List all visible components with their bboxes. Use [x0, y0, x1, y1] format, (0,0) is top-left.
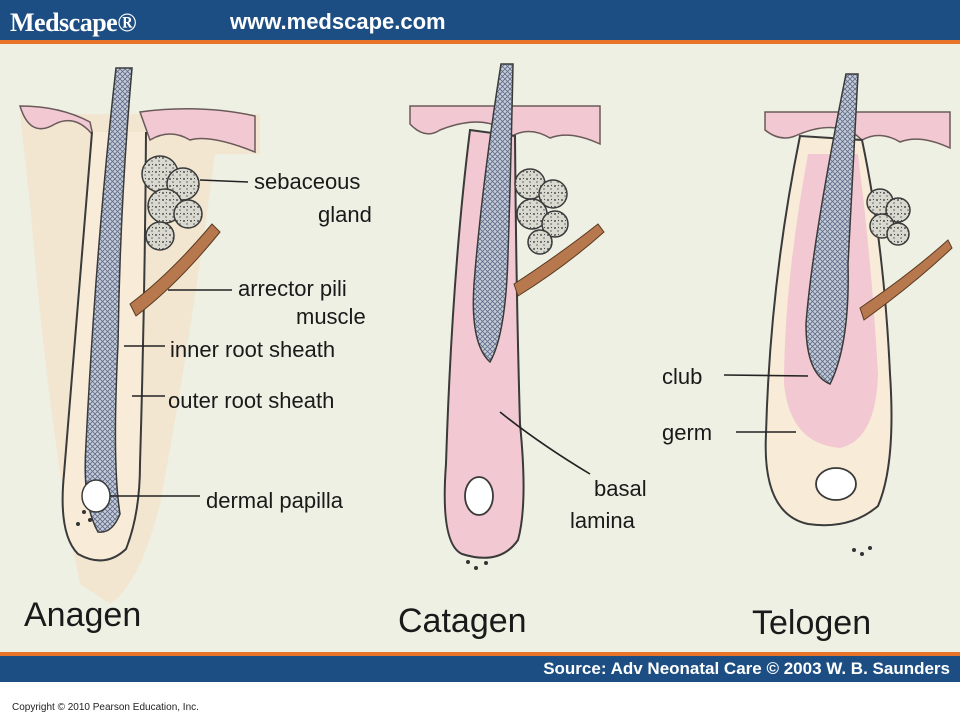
catagen-follicle — [409, 63, 605, 570]
label-inner-root-sheath: inner root sheath — [170, 337, 335, 362]
label-muscle: muscle — [296, 304, 366, 329]
label-basal: basal — [594, 476, 647, 501]
catagen-hair-shaft — [472, 63, 514, 364]
telogen-arrector-pili — [859, 239, 953, 321]
hair-cycle-diagram: sebaceous gland arrector pili muscle inn… — [0, 44, 960, 652]
label-lamina: lamina — [570, 508, 636, 533]
anagen-epidermis-right — [138, 108, 256, 154]
label-germ: germ — [662, 420, 712, 445]
source-credit: Source: Adv Neonatal Care © 2003 W. B. S… — [543, 659, 950, 678]
label-arrector-pili: arrector pili — [238, 276, 347, 301]
telogen-epidermis — [764, 111, 951, 150]
catagen-arrector-pili — [513, 223, 605, 297]
label-gland: gland — [318, 202, 372, 227]
stage-titles: Anagen Catagen Telogen — [24, 596, 871, 642]
catagen-sebaceous-gland — [514, 168, 569, 255]
telogen-labels: club germ — [662, 364, 712, 445]
anagen-leader-lines — [110, 179, 249, 497]
label-club: club — [662, 364, 702, 389]
anagen-epidermis — [18, 105, 101, 170]
anagen-follicle — [18, 67, 260, 604]
label-sebaceous: sebaceous — [254, 169, 360, 194]
telogen-leader-lines — [723, 374, 809, 433]
title-catagen: Catagen — [398, 602, 527, 640]
catagen-papilla — [464, 476, 494, 516]
telogen-papilla — [815, 467, 857, 501]
catagen-labels: basal lamina — [570, 476, 647, 533]
title-anagen: Anagen — [24, 596, 141, 634]
header-bar: Medscape® www.medscape.com — [0, 0, 960, 44]
medscape-logo: Medscape® — [10, 8, 137, 37]
anagen-labels: sebaceous gland arrector pili muscle inn… — [168, 169, 372, 513]
label-dermal-papilla: dermal papilla — [206, 488, 344, 513]
catagen-leader-lines — [499, 411, 591, 475]
telogen-club-hair — [805, 73, 859, 385]
anagen-arrector-pili — [129, 223, 221, 317]
telogen-sebaceous-gland — [866, 188, 911, 246]
source-bar: Source: Adv Neonatal Care © 2003 W. B. S… — [0, 652, 960, 682]
title-telogen: Telogen — [752, 604, 871, 642]
anagen-sebaceous-gland — [141, 155, 203, 251]
telogen-follicle — [764, 73, 953, 556]
anagen-dermal-papilla — [81, 479, 111, 513]
anagen-hair-shaft — [84, 67, 133, 533]
copyright-notice: Copyright © 2010 Pearson Education, Inc. — [12, 702, 199, 713]
label-outer-root-sheath: outer root sheath — [168, 388, 334, 413]
site-url: www.medscape.com — [230, 9, 446, 34]
